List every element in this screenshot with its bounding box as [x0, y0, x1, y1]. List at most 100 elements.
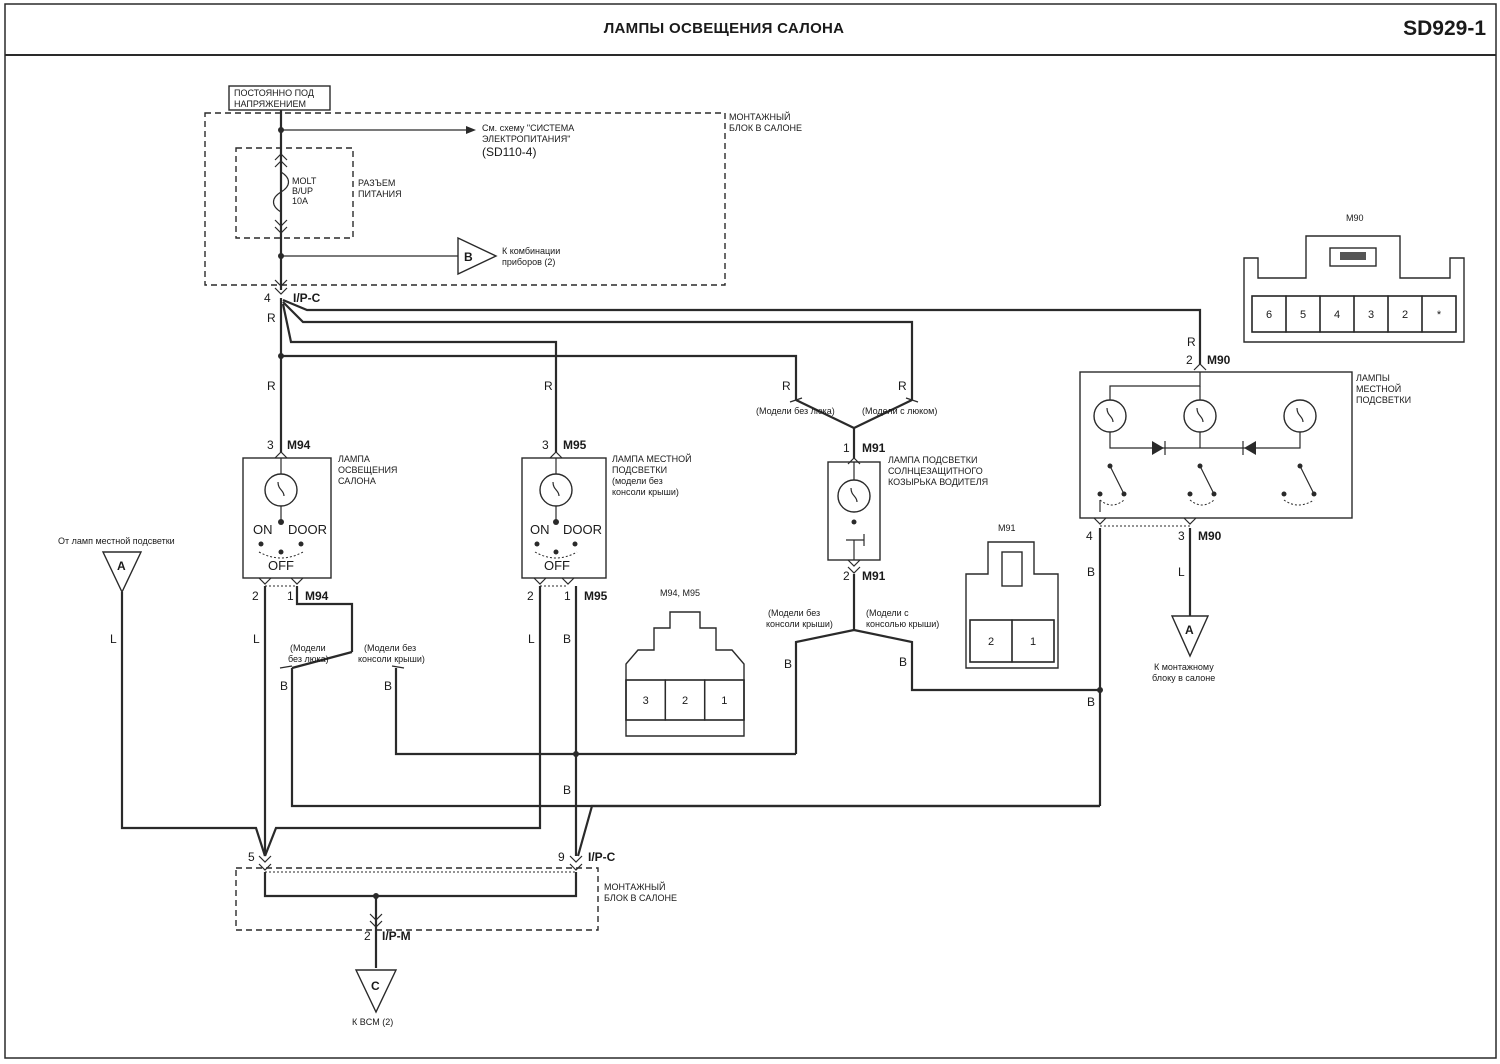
wire-color-r-no-sunroof: R	[782, 379, 791, 393]
bottom-connector: I/P-C	[588, 850, 616, 864]
m94-option-no-sunroof-label: (Модели	[290, 643, 326, 653]
m90-filament-right-icon	[1296, 407, 1304, 423]
m94-label: ЛАМПА	[338, 454, 370, 464]
ipc-top-pin: 4	[264, 291, 271, 305]
wire-color-l-m94: L	[253, 632, 260, 646]
m94-switch-off: OFF	[268, 558, 294, 573]
cluster-ref-text-2: приборов (2)	[502, 257, 555, 267]
m90-contact-center-b	[1211, 491, 1217, 497]
m90-ground-junction-dot	[1097, 687, 1103, 693]
right-ref-text: К монтажному	[1154, 662, 1214, 672]
right-ref-text-2: блоку в салоне	[1152, 673, 1215, 683]
power-ref-text-2: ЭЛЕКТРОПИТАНИЯ"	[482, 134, 570, 144]
wire-r-m90	[282, 298, 1202, 364]
m94-option-no-console-label: (Модели без	[364, 643, 416, 653]
page-title: ЛАМПЫ ОСВЕЩЕНИЯ САЛОНА	[603, 20, 845, 37]
top-junction-label: МОНТАЖНЫЙ	[729, 111, 790, 122]
m94-label-3: САЛОНА	[338, 476, 376, 486]
m90-top-chevron	[1193, 363, 1207, 371]
cluster-ref-triangle	[457, 236, 498, 276]
wire-color-b-m95-2: B	[563, 783, 571, 797]
m91-bulb-icon	[837, 479, 871, 513]
m90-switch-center-blade	[1199, 465, 1215, 495]
m90-view-latch	[1329, 247, 1377, 267]
bottom-junction-block	[235, 867, 599, 931]
m94-contact-off	[278, 549, 284, 555]
m90-switch-left-blade	[1109, 465, 1125, 495]
bottom-block-label-2: БЛОК В САЛОНЕ	[604, 893, 677, 903]
ipc-top-chevron	[274, 279, 288, 295]
wire-color-r-sunroof: R	[898, 379, 907, 393]
option-no-sunroof: (Модели без люка)	[756, 406, 835, 416]
right-ref-letter: A	[1185, 623, 1194, 637]
m95-contact-door	[572, 541, 578, 547]
m90-connector-bottom: M90	[1198, 529, 1222, 543]
wire-color-b-m95: B	[563, 632, 571, 646]
m94-m95-pin-label: 1	[721, 695, 727, 707]
cluster-ref-letter: B	[464, 250, 473, 264]
m90-connector-top: M90	[1207, 353, 1231, 367]
m94-option-no-console	[394, 668, 796, 756]
m90-filament-center-icon	[1196, 407, 1204, 423]
m94-option-split	[291, 650, 353, 670]
m91-pin-top: 1	[843, 441, 850, 455]
m91-contact	[851, 519, 857, 525]
m94-option-no-console-label-2: консоли крыши)	[358, 654, 425, 664]
m91-connector-bottom: M91	[862, 569, 886, 583]
m90-bottom-chevron	[1093, 517, 1197, 525]
m91-option-no-console: (Модели без	[768, 608, 820, 618]
m95-switch-door: DOOR	[563, 522, 602, 537]
m91-wire-console	[853, 628, 1098, 692]
bottom-ipm-chevron	[369, 913, 383, 928]
wire-r-no-sunroof	[281, 354, 798, 400]
m91-pin-label: 2	[988, 636, 994, 648]
m91-bottom-chevron	[847, 559, 861, 574]
m90-bus	[1109, 372, 1201, 400]
bcm-ref-triangle	[354, 969, 398, 1014]
power-source-label: ПОСТОЯННО ПОД	[234, 88, 314, 98]
m91-pin-cell	[1011, 619, 1055, 663]
m95-top-chevron	[549, 451, 563, 459]
m94-option-no-sunroof-label-2: без люка)	[288, 654, 329, 664]
wire-color-r-1: R	[267, 311, 276, 325]
m90-switch-right-blade	[1299, 465, 1315, 495]
wire-color-b-m91-console: B	[899, 655, 907, 669]
m95-contact-off	[553, 549, 559, 555]
m95-filament-icon	[552, 481, 560, 497]
m95-label-4: консоли крыши)	[612, 487, 679, 497]
m94-bottom-chevron	[258, 577, 304, 585]
page-code: SD929-1	[1403, 17, 1486, 40]
fuse-connector-top-chevron	[274, 153, 288, 168]
m95-switch-off: OFF	[544, 558, 570, 573]
m90-pin-top: 2	[1186, 353, 1193, 367]
m90-pin-left: 4	[1086, 529, 1093, 543]
power-connector-box	[235, 147, 354, 239]
fuse-label-2: B/UP	[292, 186, 313, 196]
m95-switch-pivot	[553, 519, 559, 525]
m90-contact-right-b	[1311, 491, 1317, 497]
left-ref-letter: A	[117, 559, 126, 573]
m91-option-console-2: консолью крыши)	[866, 619, 939, 629]
m94-switch-on: ON	[253, 522, 273, 537]
m91-option-console: (Модели с	[866, 608, 909, 618]
page-frame	[4, 3, 1497, 1059]
m94-label-2: ОСВЕЩЕНИЯ	[338, 465, 397, 475]
m91-view-latch	[1001, 551, 1023, 587]
m90-contact-left-a	[1097, 491, 1103, 497]
m94-wire-b	[295, 586, 354, 652]
fuse-symbol	[272, 171, 290, 213]
right-ref-triangle	[1170, 615, 1210, 658]
m90-view-latch-inner	[1340, 252, 1366, 260]
wire-color-l-m90: L	[1178, 565, 1185, 579]
m90-pin-right: 3	[1178, 529, 1185, 543]
m90-pin-label: *	[1437, 309, 1442, 321]
bcm-ref-letter: C	[371, 979, 380, 993]
bottom-bus	[263, 872, 578, 898]
m94-contact-door	[298, 541, 304, 547]
bottom-right-chevron	[569, 855, 583, 871]
m94-m95-pin-label: 3	[643, 695, 649, 707]
option-sunroof: (Модели с люком)	[862, 406, 937, 416]
m95-bottom-chevron	[533, 577, 575, 585]
